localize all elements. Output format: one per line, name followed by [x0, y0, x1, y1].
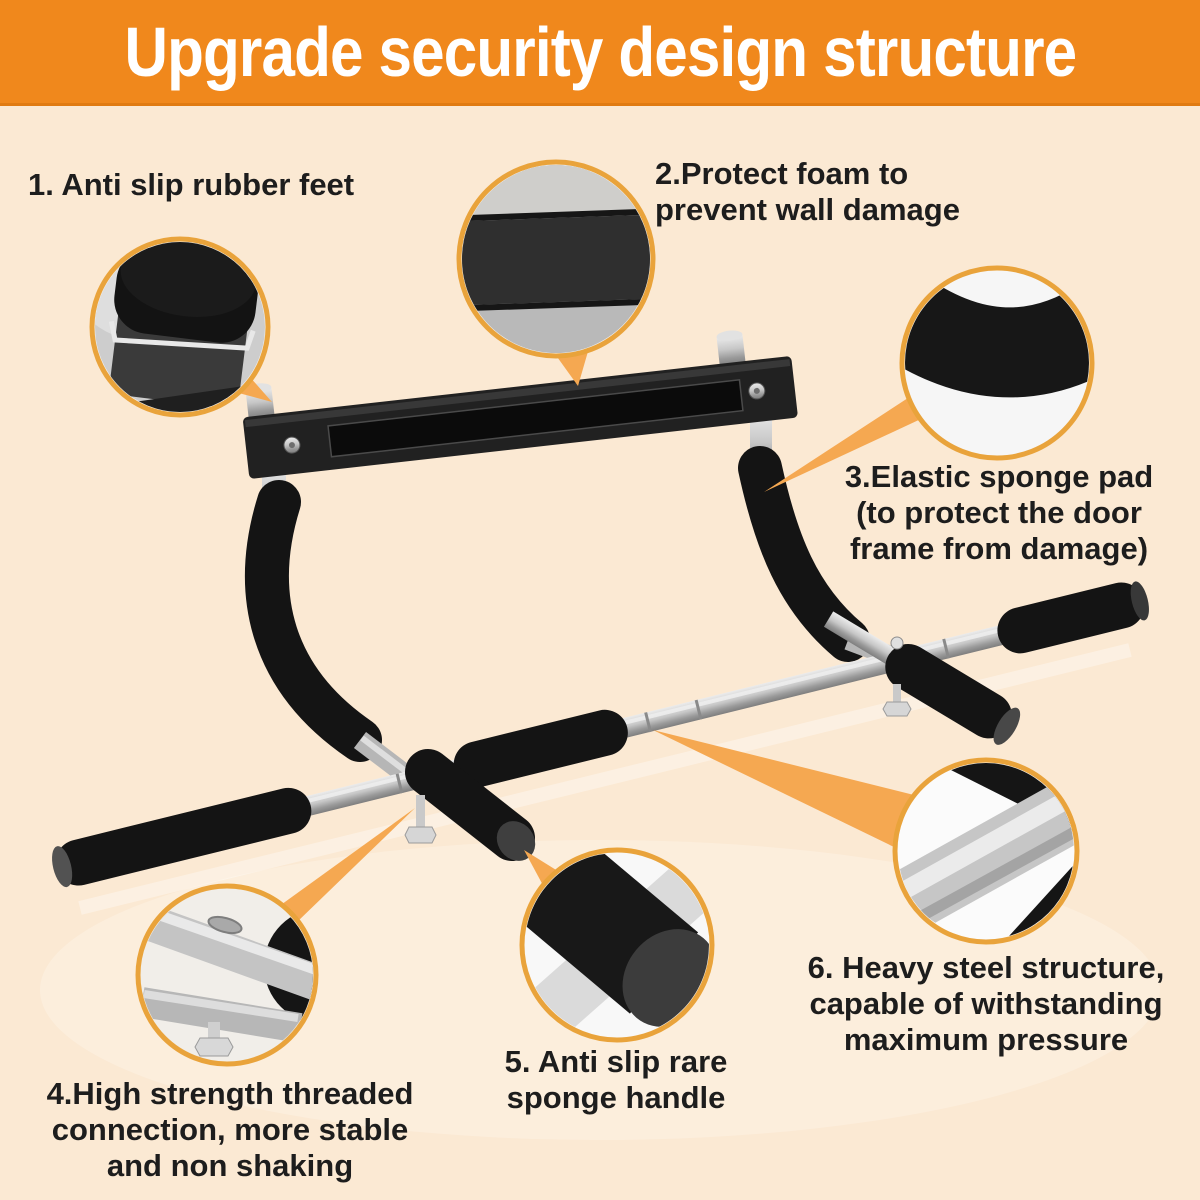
feature-label-3-line-2: (to protect the door [856, 495, 1142, 530]
grip-end-cap-right [1130, 581, 1149, 621]
bolt-shaft [416, 795, 425, 827]
feature-label-4-line-1: 4.High strength threaded [46, 1076, 414, 1111]
feature-label-6-line-3: maximum pressure [843, 1022, 1129, 1057]
bolt-hex-head [404, 826, 437, 844]
callout-wall-foam-detail [456, 159, 656, 359]
leader-threaded-connection [278, 808, 415, 923]
callout-threaded-connection-detail [135, 883, 319, 1067]
callout-photo [905, 271, 1089, 455]
bolt-shaft [893, 684, 901, 702]
feature-label-6-line-2: capable of withstanding [809, 986, 1163, 1021]
feature-label-2-line-1: 2.Protect foam to [655, 156, 909, 191]
front-grip-right-cap [993, 707, 1021, 745]
top-lever-bar [243, 330, 798, 479]
lever-bar-right-cap [716, 330, 746, 367]
callout-photo [462, 165, 650, 353]
front-grip-left-foam [405, 749, 535, 861]
feature-label-6: 6. Heavy steel structure, capable of wit… [786, 950, 1186, 1058]
callout-photo [141, 889, 313, 1061]
foam-grip-middle [453, 709, 628, 788]
feature-label-5-line-1: 5. Anti slip rare [504, 1044, 728, 1079]
feature-label-2-line-2: prevent wall damage [655, 192, 960, 227]
front-grip-right-foam [885, 643, 1012, 739]
leader-sponge-pad [764, 396, 923, 492]
feature-label-3-line-3: frame from damage) [849, 531, 1149, 566]
foam-grip-right [997, 582, 1145, 654]
leader-steel-tube [653, 730, 914, 847]
feature-label-3: 3.Elastic sponge pad (to protect the doo… [827, 459, 1171, 567]
tube-seam [395, 773, 404, 794]
foam-arm-left [244, 480, 382, 762]
bolt-hex-head [882, 701, 912, 717]
bolt-right-junction [882, 684, 912, 717]
main-bar [52, 581, 1149, 888]
page-title: Upgrade security design structure [124, 12, 1077, 91]
screw-center-left [288, 442, 295, 449]
front-grip-left [405, 749, 536, 861]
feature-label-2: 2.Protect foam to prevent wall damage [655, 156, 960, 228]
feature-label-1: 1. Anti slip rubber feet [28, 167, 354, 203]
tube-seam [644, 712, 652, 733]
feature-label-4: 4.High strength threaded connection, mor… [22, 1076, 438, 1184]
bolt-left-junction [404, 795, 437, 844]
header-banner: Upgrade security design structure [0, 0, 1200, 106]
grip-end-cap-left [52, 846, 73, 888]
feature-label-4-line-3: and non shaking [106, 1148, 354, 1183]
feature-label-1-line-1: 1. Anti slip rubber feet [28, 167, 355, 202]
junction-screw [890, 636, 904, 650]
left-elbow-highlight [360, 735, 410, 776]
feature-label-5-line-2: sponge handle [506, 1080, 726, 1115]
feature-label-4-line-2: connection, more stable [51, 1112, 409, 1147]
foam-grip-left [55, 787, 312, 886]
tube-seam [694, 699, 703, 720]
lever-bar-highlight [244, 359, 791, 428]
screw-center-right [753, 387, 760, 394]
callout-sponge-pad-detail [899, 265, 1095, 461]
tube-seam [942, 638, 950, 659]
feature-label-6-line-1: 6. Heavy steel structure, [807, 950, 1165, 985]
lever-bar-foam-panel [327, 378, 744, 458]
feature-label-3-line-1: 3.Elastic sponge pad [844, 459, 1154, 494]
feature-label-5: 5. Anti slip rare sponge handle [478, 1044, 754, 1116]
front-grip-right [823, 611, 1021, 745]
front-grip-left-cap [496, 821, 536, 861]
callout-rubber-foot-detail [89, 236, 271, 418]
